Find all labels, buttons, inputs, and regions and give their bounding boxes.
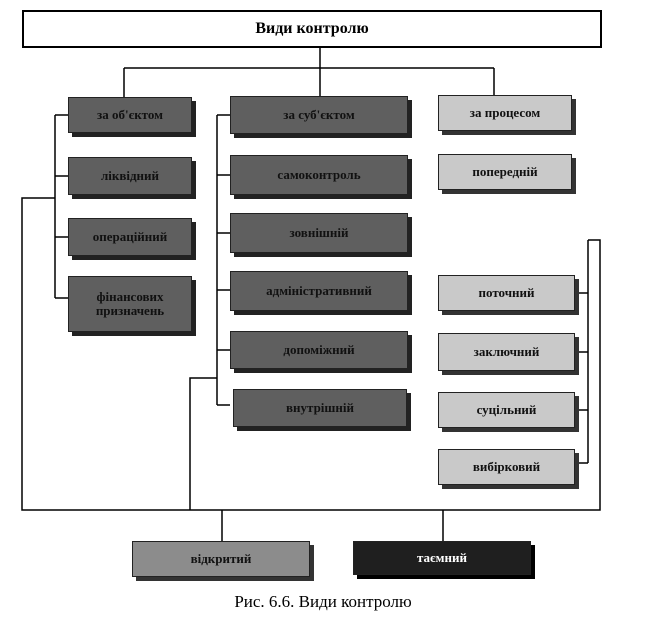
col2-box-6: внутрішній — [233, 389, 407, 427]
col2-label-5: допоміжний — [283, 342, 355, 357]
col2-label-1: за суб'єктом — [283, 107, 355, 122]
col3-label-2: попередній — [472, 164, 538, 179]
col2-box-5: допоміжний — [230, 331, 408, 369]
col2-label-6: внутрішній — [286, 400, 354, 415]
col1-box-4: фінансових призначень — [68, 276, 192, 332]
col3-label-6: вибірковий — [472, 459, 541, 474]
col1-label-3: операційний — [92, 229, 168, 244]
col3-label-5: суцільний — [476, 402, 537, 417]
col2-box-3: зовнішній — [230, 213, 408, 253]
col3-box-6: вибірковий — [438, 449, 575, 485]
col2-label-4: адміністративний — [266, 283, 372, 298]
col1-box-1: за об'єктом — [68, 97, 192, 133]
col2-box-2: самоконтроль — [230, 155, 408, 195]
secret-control-box: таємний — [353, 541, 531, 575]
col2-box-1: за суб'єктом — [230, 96, 408, 134]
open-control-box: відкритий — [132, 541, 310, 577]
col3-box-3: поточний — [438, 275, 575, 311]
figure-caption: Рис. 6.6. Види контролю — [234, 592, 412, 611]
secret-control-label: таємний — [417, 550, 467, 565]
col3-box-4: заключний — [438, 333, 575, 371]
col3-box-5: суцільний — [438, 392, 575, 428]
col3-box-2: попередній — [438, 154, 572, 190]
open-control-label: відкритий — [190, 551, 252, 566]
col2-box-4: адміністративний — [230, 271, 408, 311]
col3-box-1: за процесом — [438, 95, 572, 131]
title-box: Види контролю — [22, 10, 602, 48]
col1-label-1: за об'єктом — [96, 107, 163, 122]
col1-label-4: фінансових призначень — [95, 289, 165, 318]
col3-label-3: поточний — [478, 285, 535, 300]
col3-label-4: заключний — [473, 344, 540, 359]
col1-box-3: операційний — [68, 218, 192, 256]
title-text: Види контролю — [255, 20, 369, 37]
col1-box-2: ліквідний — [68, 157, 192, 195]
col2-label-3: зовнішній — [289, 225, 349, 240]
col3-label-1: за процесом — [469, 105, 541, 120]
col1-label-2: ліквідний — [100, 168, 160, 183]
col2-label-2: самоконтроль — [277, 167, 361, 182]
